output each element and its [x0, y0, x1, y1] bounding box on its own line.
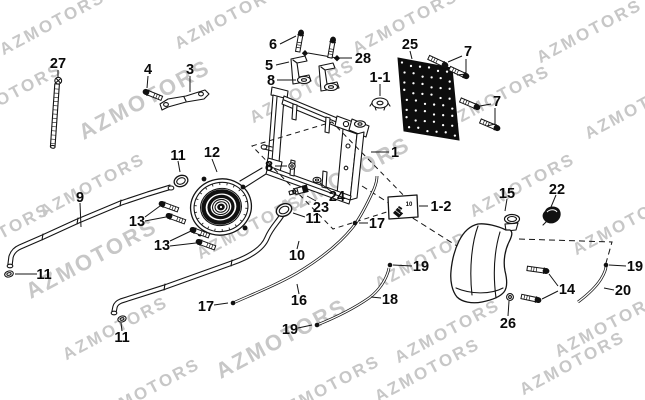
bolt-13d: [195, 238, 217, 251]
cooling-fan-12: [189, 176, 253, 237]
hose-10: [110, 213, 285, 316]
bolt-14a: [526, 265, 550, 275]
part-callout-19: 19: [413, 259, 429, 275]
part-callout-17: 17: [198, 299, 214, 315]
bolt-4: [142, 88, 164, 102]
part-callout-18: 18: [382, 292, 398, 308]
part-callout-13: 13: [154, 238, 170, 254]
clip-19-bottom: [314, 322, 320, 328]
center-line-right: [518, 238, 613, 264]
part-callout-28: 28: [355, 51, 371, 67]
radiator-1: [239, 86, 370, 205]
clip-17-bottom: [230, 300, 236, 306]
part-callout-9: 9: [76, 190, 84, 206]
part-callout-5: 5: [265, 58, 273, 74]
detail-box-icon-label: 10: [406, 202, 413, 208]
nut-8-mid: [288, 162, 296, 170]
bolt-6a: [294, 29, 305, 53]
part-callout-4: 4: [144, 62, 152, 78]
rod-27: [49, 76, 63, 149]
clip-19-right: [603, 262, 609, 268]
part-callout-11: 11: [305, 211, 320, 227]
part-callout-7: 7: [493, 94, 501, 110]
bolt-layer: [142, 29, 550, 304]
oring-26: [506, 293, 514, 301]
bolt-7d: [478, 118, 501, 132]
clamp-11-hose10-top: [275, 202, 293, 218]
bolt-7a: [427, 54, 449, 69]
clip-19-mid: [387, 262, 393, 268]
part-callout-11: 11: [36, 267, 51, 283]
part-callout-19: 19: [282, 322, 298, 338]
clamp-11-hose10-bottom: [117, 315, 127, 323]
watermark-text: AZMOTORS: [246, 55, 358, 127]
part-callout-7: 7: [464, 44, 472, 60]
part-callout-15: 15: [499, 186, 515, 202]
clip-17-top: [352, 220, 358, 226]
reservoir-tank-15: [450, 213, 521, 304]
part-callout-8: 8: [267, 73, 275, 89]
watermark-text: AZMOTORS: [533, 0, 645, 67]
wing-nut-1-1: [369, 97, 391, 111]
part-callout-23: 23: [313, 200, 329, 216]
hose-16: [230, 175, 379, 306]
watermark-text: AZMOTORS: [0, 0, 109, 59]
washer-set-8-top: [296, 75, 339, 92]
part-callout-17: 17: [369, 216, 385, 232]
stay-plate-3: [159, 89, 210, 111]
part-callout-1: 1: [391, 145, 399, 161]
part-callout-20: 20: [615, 283, 631, 299]
part-callout-3: 3: [186, 62, 194, 78]
part-callout-25: 25: [402, 37, 418, 53]
part-callout-6: 6: [269, 37, 277, 53]
part-callout-12: 12: [204, 145, 220, 161]
rubber-cap-22: [542, 206, 561, 226]
part-callout-27: 27: [50, 56, 66, 72]
hose-9: [6, 184, 175, 269]
marker-line-28: [301, 50, 352, 62]
bolt-13a: [158, 200, 180, 213]
part-callout-24: 24: [329, 189, 345, 205]
oring-24: [312, 176, 322, 184]
detail-box-1-2: 10: [387, 194, 419, 220]
part-callout-19: 19: [627, 259, 643, 275]
watermark-text: AZMOTORS: [569, 187, 645, 259]
watermark-text: AZMOTORS: [36, 149, 148, 221]
hose-18: [314, 262, 393, 328]
bolt-14b: [520, 293, 542, 304]
bolt-13b: [165, 212, 187, 225]
part-callout-14: 14: [559, 282, 575, 298]
part-callout-13: 13: [129, 214, 145, 230]
bolt-7c: [458, 97, 481, 111]
guard-panel-25: [397, 57, 460, 141]
part-callout-10: 10: [289, 248, 305, 264]
bolt-13c: [189, 226, 211, 239]
center-line-left: [361, 185, 458, 247]
clamp-11-hose9: [4, 270, 14, 278]
part-callout-1-2: 1-2: [431, 199, 452, 215]
leader-lines: [15, 35, 627, 332]
part-callout-11: 11: [170, 148, 185, 164]
part-callout-1-1: 1-1: [370, 70, 391, 86]
part-callout-11: 11: [114, 330, 129, 346]
watermark-text: AZMOTORS: [211, 293, 351, 383]
part-callout-8: 8: [265, 159, 273, 175]
part-callout-16: 16: [291, 293, 307, 309]
part-callout-22: 22: [549, 182, 565, 198]
watermark-text: AZMOTORS: [171, 0, 283, 53]
watermark-text: AZMOTORS: [91, 354, 203, 400]
drain-bolt-23: [288, 184, 309, 196]
hose-20: [577, 262, 609, 304]
part-callout-26: 26: [500, 316, 516, 332]
watermark-text: AZMOTORS: [271, 351, 383, 400]
clamp-11-fan: [173, 174, 189, 188]
watermark-text: AZMOTORS: [581, 71, 645, 143]
bolt-6b: [327, 36, 337, 59]
